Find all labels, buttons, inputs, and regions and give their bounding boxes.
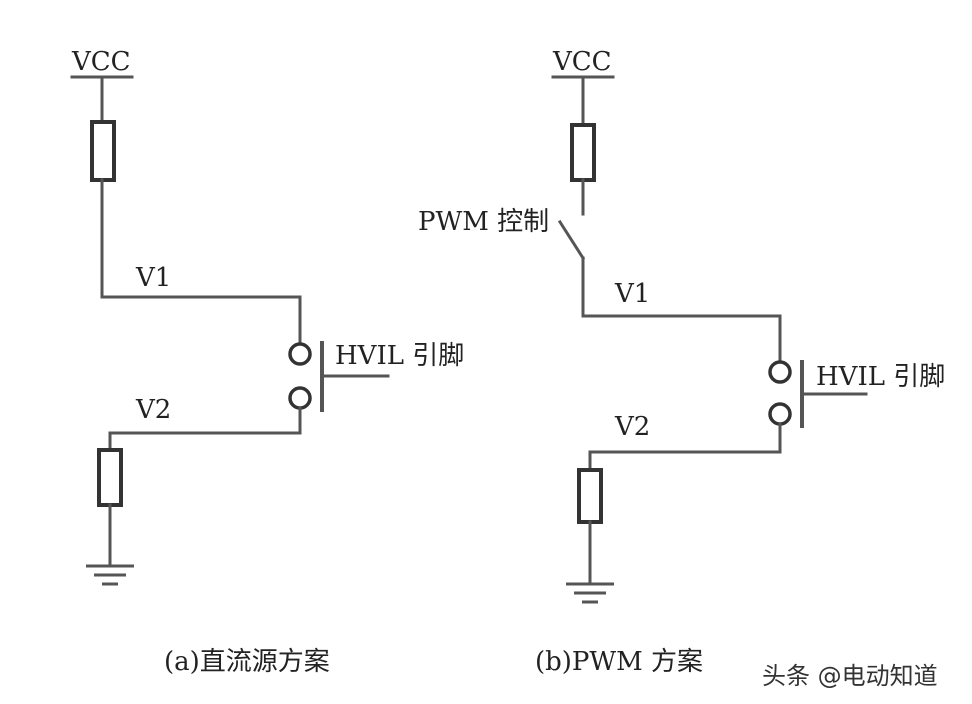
ground-symbol-b xyxy=(566,582,614,604)
caption-b: (b)PWM 方案 xyxy=(535,647,703,677)
caption-a: (a)直流源方案 xyxy=(164,647,330,677)
switch-contact-top-a xyxy=(288,342,312,366)
pwm-switch-blade xyxy=(557,219,586,261)
diagram-a: VCC V1 HVIL 引脚 V2 (a)直流源方案 xyxy=(70,47,464,677)
v2-label-b: V2 xyxy=(614,412,650,442)
v2-label-a: V2 xyxy=(135,395,171,425)
pullup-resistor-a xyxy=(90,120,116,182)
v1-label-b: V1 xyxy=(614,279,650,309)
wire-v2-b xyxy=(588,422,782,472)
ground-symbol-a xyxy=(86,564,134,586)
wire-v1-b xyxy=(581,256,782,364)
switch-contact-bottom-b xyxy=(768,402,792,426)
switch-contact-bottom-a xyxy=(288,386,312,410)
switch-contact-top-b xyxy=(768,360,792,384)
watermark: 头条 @电动知道 xyxy=(762,662,938,690)
v1-label-a: V1 xyxy=(135,263,171,293)
vcc-label-a: VCC xyxy=(71,47,131,77)
pullup-resistor-b xyxy=(570,123,596,182)
diagram-b: VCC PWM 控制 V1 HVIL 引脚 V2 (b)PWM 方案 xyxy=(418,47,945,677)
vcc-label-b: VCC xyxy=(552,47,612,77)
wire-v1-a xyxy=(100,178,302,346)
pwm-label: PWM 控制 xyxy=(418,207,549,237)
pulldown-resistor-a xyxy=(97,448,123,507)
hvil-label-a: HVIL 引脚 xyxy=(335,341,464,371)
pulldown-resistor-b xyxy=(577,468,603,524)
hvil-label-b: HVIL 引脚 xyxy=(816,362,945,392)
wire-v2-a xyxy=(108,406,302,452)
